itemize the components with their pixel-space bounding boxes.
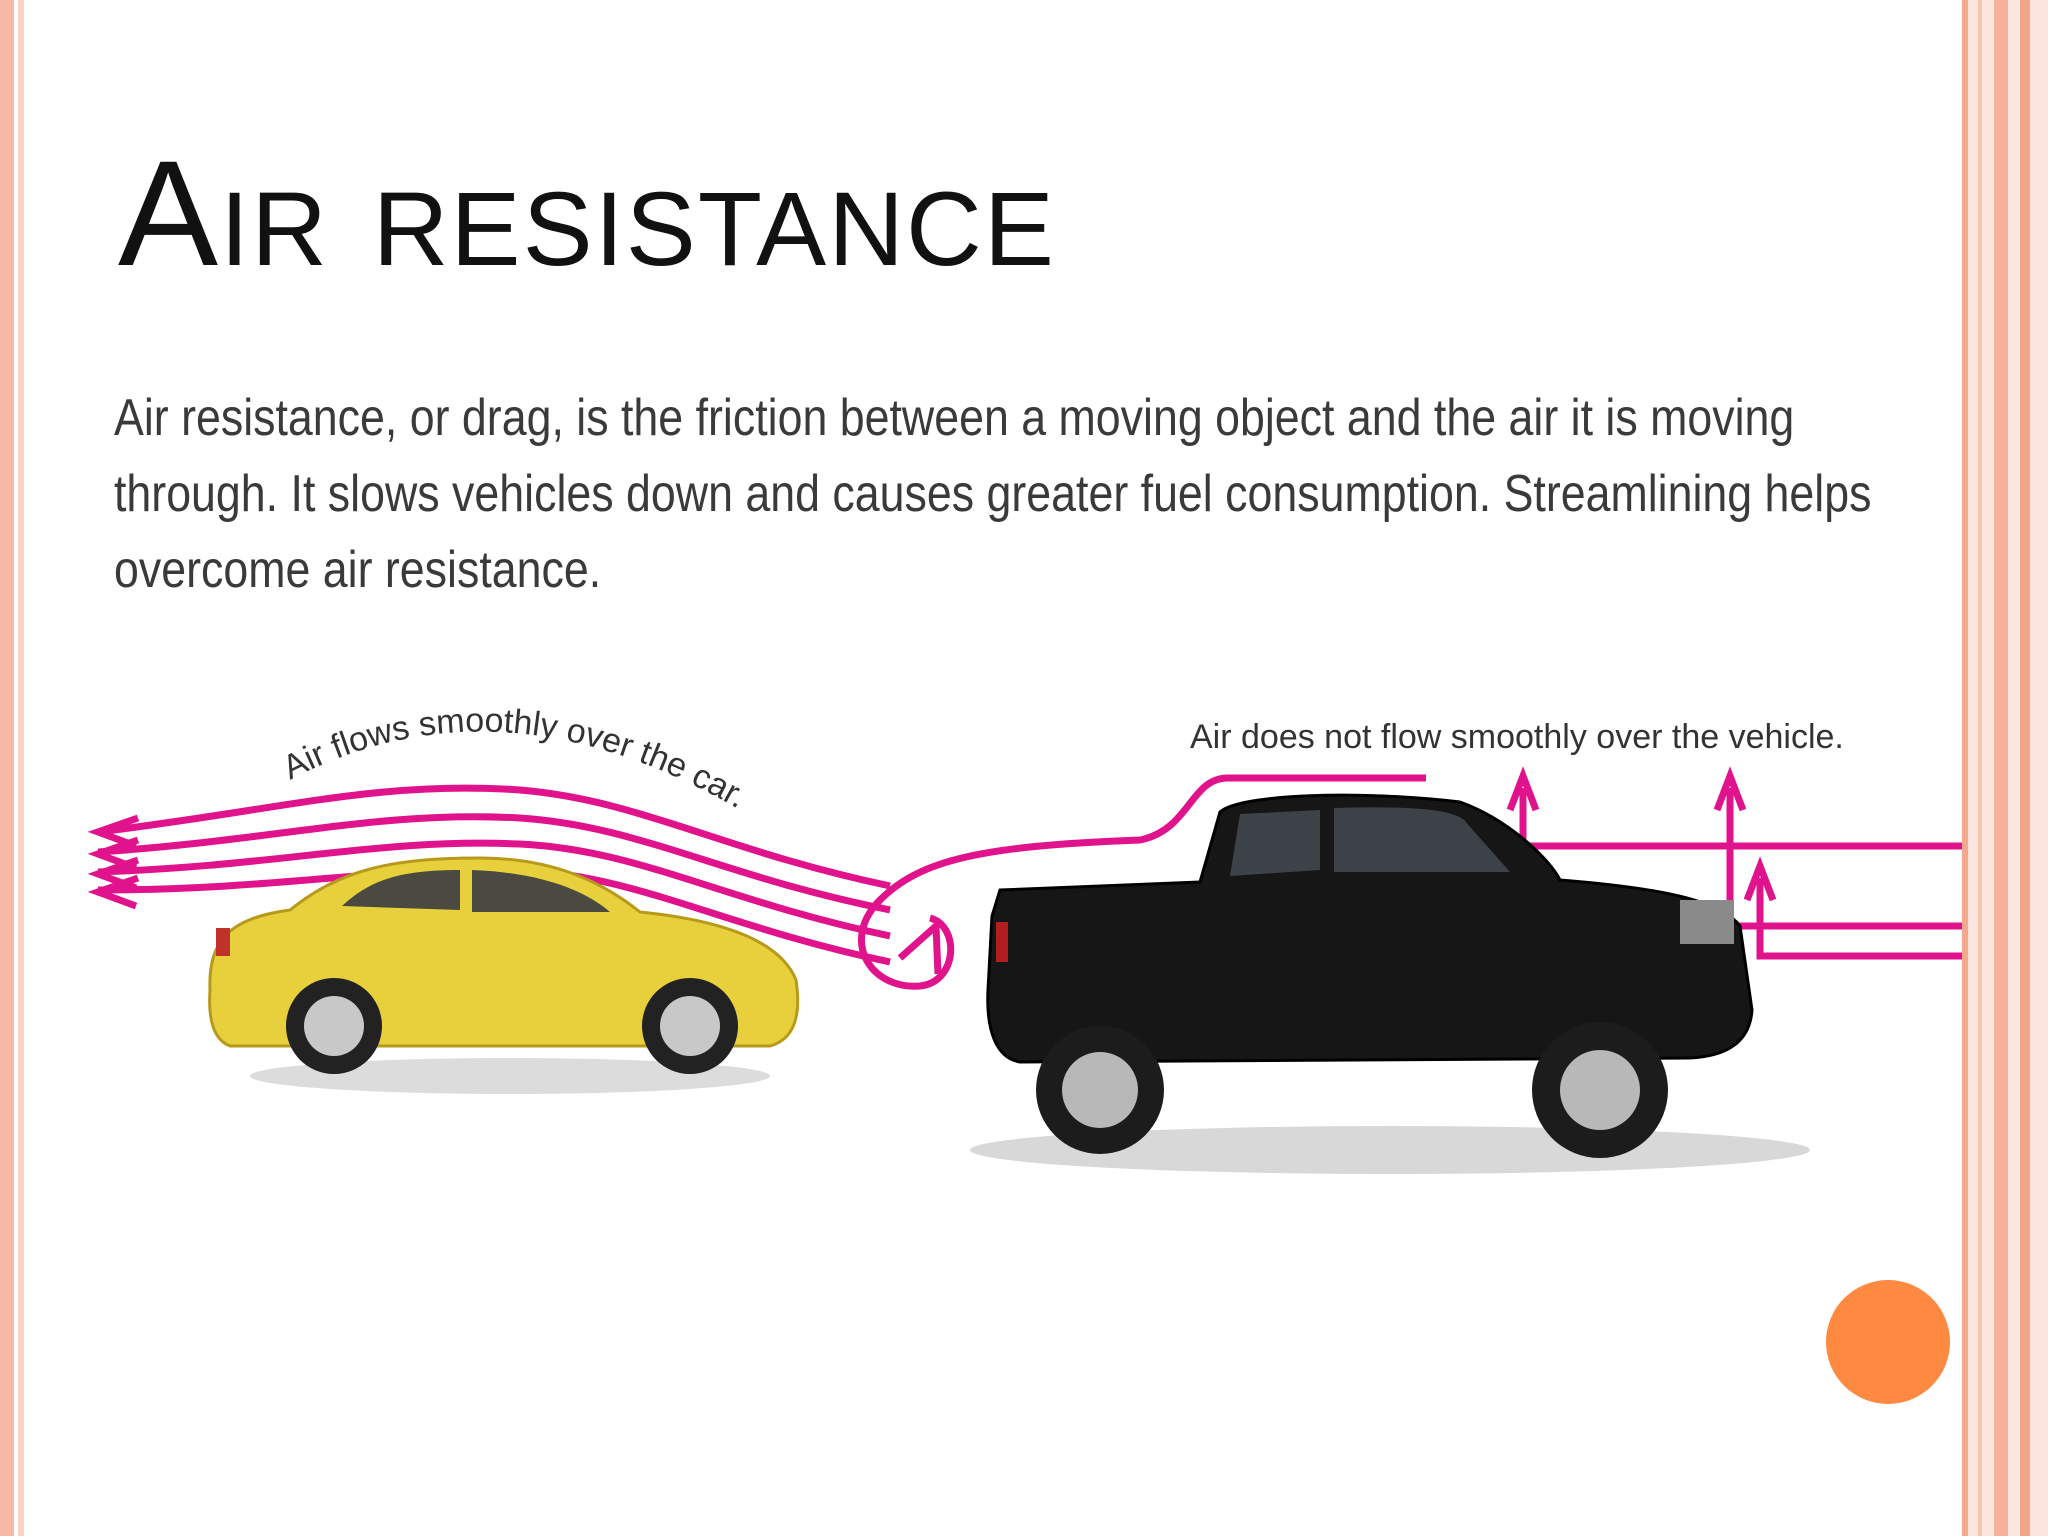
right-caption: Air does not flow smoothly over the vehi… xyxy=(1190,718,1844,756)
air-resistance-diagram: Air flows smoothly over the car. Air doe… xyxy=(80,690,1962,1180)
slide-border-left-inner xyxy=(18,0,24,1536)
airflow-line xyxy=(1730,788,1962,926)
decorative-circle xyxy=(1826,1280,1950,1404)
slide-title: Air resistance xyxy=(118,138,1056,288)
airflow-line xyxy=(900,926,938,974)
slide-body-text: Air resistance, or drag, is the friction… xyxy=(114,380,1894,608)
slide-border-right-line xyxy=(1994,0,2008,1536)
slide-border-right-line xyxy=(1962,0,1968,1536)
slide-border-right-line xyxy=(2020,0,2030,1536)
airflow-line xyxy=(1760,878,1962,956)
airflow-line xyxy=(1523,788,1962,846)
black-pickup-truck xyxy=(970,795,1810,1174)
yellow-car xyxy=(210,858,798,1094)
slide-border-left xyxy=(0,0,14,1536)
slide-border-right-line xyxy=(1978,0,1982,1536)
